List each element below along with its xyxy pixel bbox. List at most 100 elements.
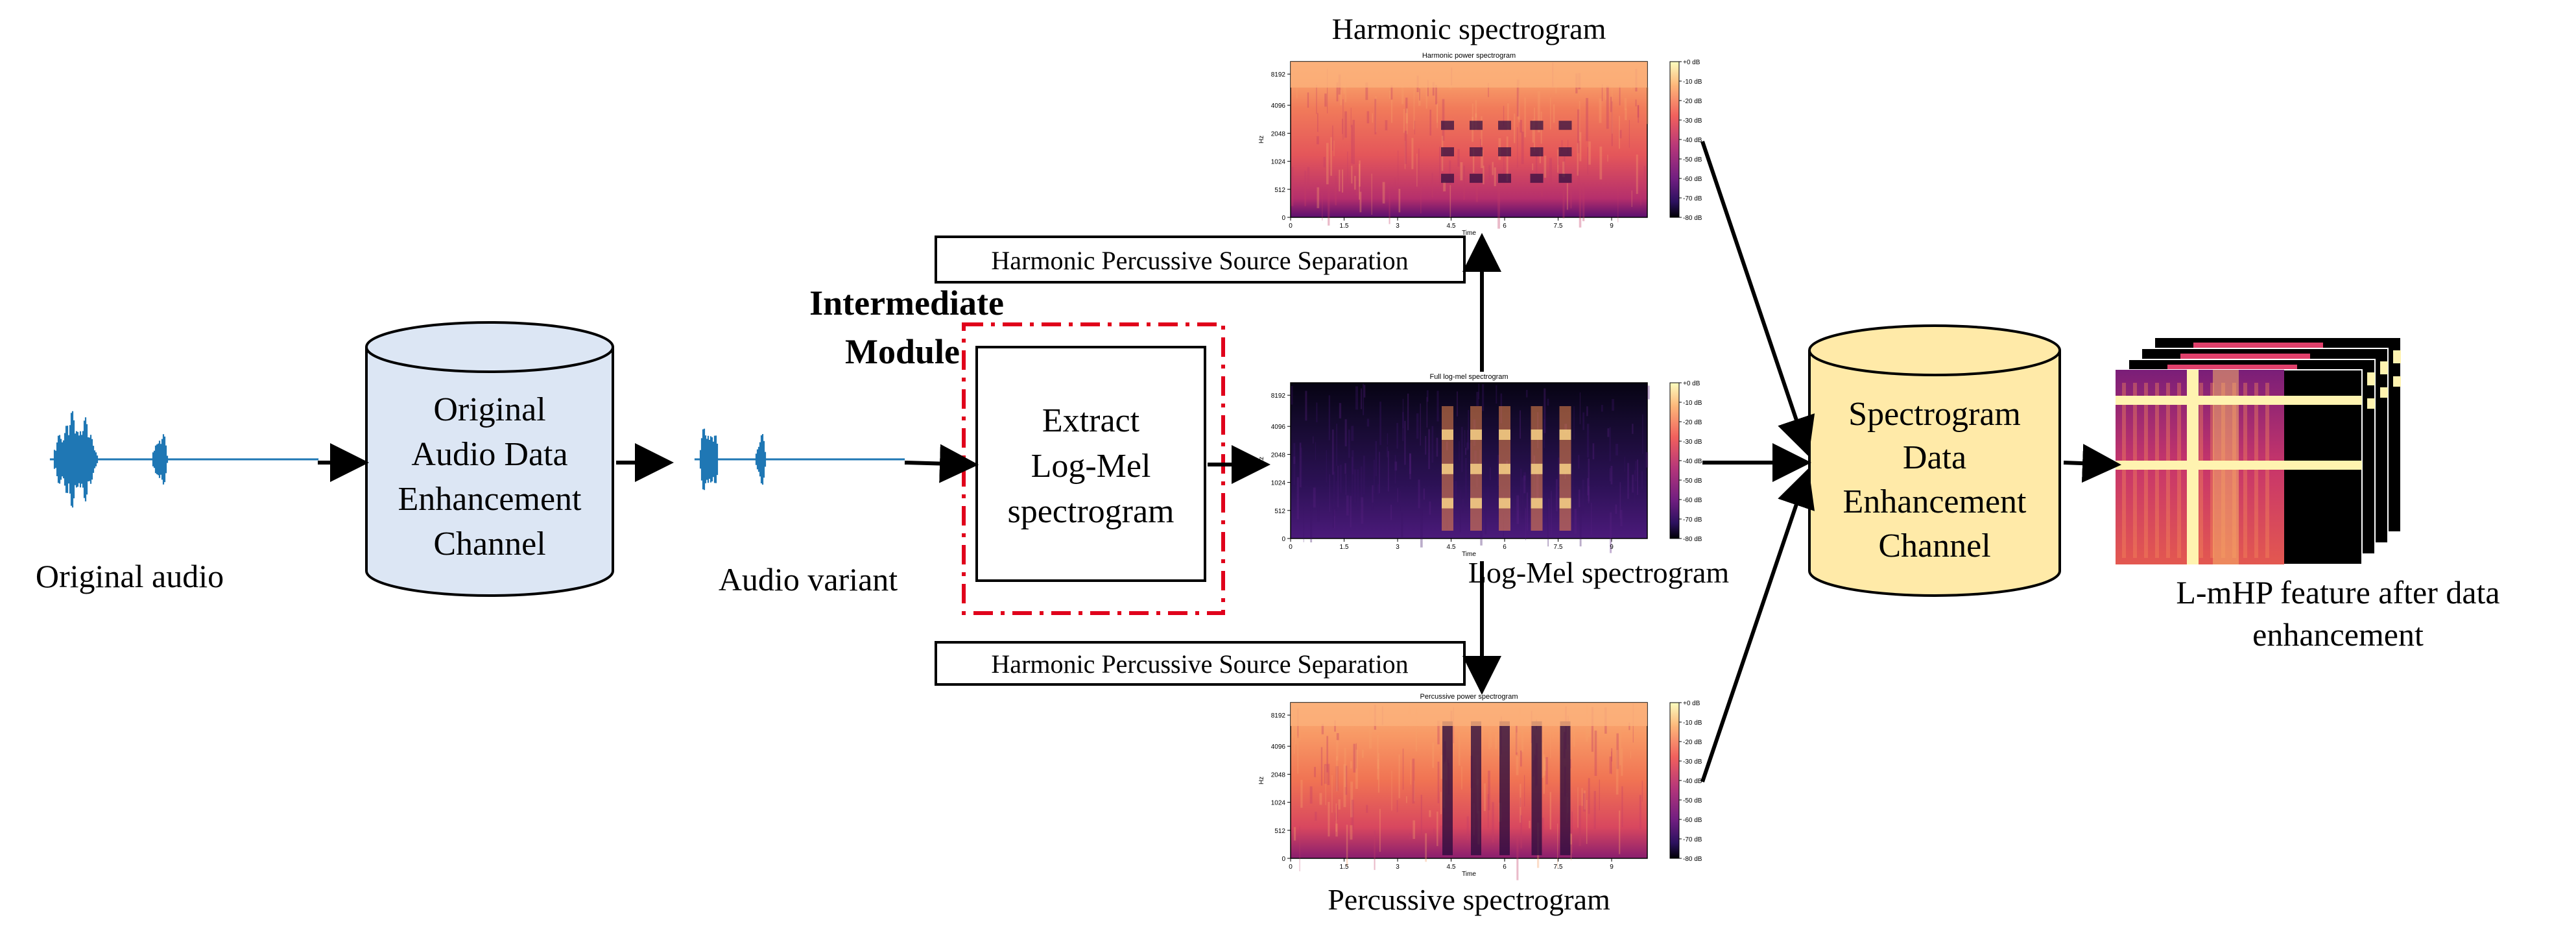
y-tick-label: 1024: [1271, 159, 1286, 166]
colorbar-tick-label: -20 dB: [1683, 739, 1702, 746]
x-tick-label: 3: [1396, 223, 1400, 230]
y-tick-label: 8192: [1271, 393, 1286, 400]
x-tick-label: 7.5: [1554, 223, 1563, 230]
spectrogram-plot-title: Percussive power spectrogram: [1420, 693, 1518, 701]
y-tick-label: 0: [1282, 215, 1285, 222]
colorbar-tick-label: -50 dB: [1683, 156, 1702, 163]
arrow-harmonic-to-cylinder: [1700, 141, 1815, 457]
lmhp-label-line2: enhancement: [2252, 616, 2424, 653]
arrow-percussive-to-cylinder: [1700, 468, 1815, 782]
arrow-variant-to-extract: [904, 444, 979, 483]
x-tick-label: 4.5: [1447, 864, 1456, 871]
hpss-bottom-label: Harmonic Percussive Source Separation: [991, 649, 1408, 679]
x-axis-label: Time: [1462, 230, 1476, 237]
x-tick-label: 1.5: [1340, 544, 1349, 551]
colorbar-tick-label: -70 dB: [1683, 195, 1702, 202]
x-tick-label: 6: [1503, 223, 1507, 230]
colorbar-tick-label: -40 dB: [1683, 137, 1702, 144]
logmel-spectrogram-title: Log-Mel spectrogram: [1468, 556, 1730, 589]
harmonic-spectrogram-title: Harmonic spectrogram: [1332, 12, 1606, 45]
x-tick-label: 1.5: [1340, 223, 1349, 230]
y-tick-label: 1024: [1271, 800, 1286, 807]
y-tick-label: 4096: [1271, 744, 1286, 751]
spectrogram-plot-title: Harmonic power spectrogram: [1422, 52, 1516, 60]
y-tick-label: 4096: [1271, 424, 1286, 431]
colorbar-tick-label: -80 dB: [1683, 536, 1702, 543]
y-axis-label: Hz: [1258, 136, 1265, 143]
lmhp-feature-stack: [2115, 337, 2402, 565]
arrow-cylinder-to-lmhp: [2063, 444, 2121, 483]
y-tick-label: 0: [1282, 536, 1285, 543]
spectrogram-plot-title: Full log-mel spectrogram: [1429, 373, 1508, 381]
colorbar-tick-label: -30 dB: [1683, 117, 1702, 125]
y-tick-label: 0: [1282, 856, 1285, 863]
x-tick-label: 0: [1289, 223, 1293, 230]
y-tick-label: 4096: [1271, 103, 1286, 110]
spectrogram-image: [1290, 702, 1648, 859]
colorbar-tick-label: -60 dB: [1683, 176, 1702, 183]
colorbar-tick-label: -50 dB: [1683, 797, 1702, 804]
x-tick-label: 4.5: [1447, 544, 1456, 551]
percussive-spectrogram-plot: Percussive power spectrogram 8192 4096 2048…: [1258, 693, 1702, 880]
y-tick-label: 512: [1274, 187, 1285, 194]
y-tick-label: 512: [1274, 508, 1285, 515]
x-tick-label: 7.5: [1554, 864, 1563, 871]
x-tick-label: 0: [1289, 864, 1293, 871]
cylinder-line: Channel: [1878, 527, 1990, 564]
intermediate-label-line1: Intermediate: [809, 284, 1004, 322]
colorbar-tick-label: -60 dB: [1683, 497, 1702, 504]
original-audio-label: Original audio: [36, 558, 224, 594]
harmonic-spectrogram-plot: Harmonic power spectrogram81924096204810…: [1258, 52, 1702, 237]
cylinder-line: Data: [1903, 439, 1966, 476]
logmel-spectrogram-plot: Full log-mel spectrogram8192409620481024…: [1258, 373, 1702, 558]
y-tick-label: 2048: [1271, 452, 1286, 459]
cylinder-line: Audio Data: [411, 436, 567, 473]
colorbar-tick-label: -70 dB: [1683, 836, 1702, 843]
colorbar-tick-label: -60 dB: [1683, 817, 1702, 824]
cylinder-line: Spectrogram: [1848, 396, 2021, 433]
colorbar-tick-label: -40 dB: [1683, 458, 1702, 465]
hpss-top-label: Harmonic Percussive Source Separation: [991, 246, 1408, 275]
colorbar: [1669, 702, 1680, 859]
extract-box-line: spectrogram: [1007, 493, 1174, 530]
x-tick-label: 9: [1610, 223, 1614, 230]
x-axis-label: Time: [1462, 551, 1476, 558]
extract-box-line: Log-Mel: [1031, 448, 1151, 485]
y-tick-label: 8192: [1271, 712, 1286, 719]
flow-arrows: [318, 141, 2121, 782]
colorbar-tick-label: -70 dB: [1683, 516, 1702, 524]
x-tick-label: 1.5: [1340, 864, 1349, 871]
colorbar-tick-label: -10 dB: [1683, 719, 1702, 727]
spectrogram-image: [1290, 382, 1648, 539]
colorbar-tick-label: -10 dB: [1683, 400, 1702, 407]
colorbar-tick-label: -20 dB: [1683, 419, 1702, 426]
colorbar-tick-label: -10 dB: [1683, 79, 1702, 86]
x-tick-label: 6: [1503, 864, 1507, 871]
colorbar-tick-label: +0 dB: [1683, 380, 1700, 387]
original-audio-waveform: [49, 411, 319, 508]
x-tick-label: 7.5: [1554, 544, 1563, 551]
x-axis-label: Time: [1462, 871, 1476, 878]
percussive-spectrogram-title: Percussive spectrogram: [1328, 883, 1610, 916]
lmhp-label-line1: L-mHP feature after data: [2176, 574, 2499, 611]
cylinder-line: Enhancement: [398, 481, 582, 518]
cylinder-line: Channel: [433, 526, 545, 562]
colorbar-tick-label: +0 dB: [1683, 59, 1700, 66]
colorbar-tick-label: -40 dB: [1683, 778, 1702, 785]
x-tick-label: 9: [1610, 864, 1614, 871]
audio-variant-waveform: [694, 428, 905, 490]
cylinder-line: Original: [433, 391, 545, 428]
colorbar-tick-label: -80 dB: [1683, 215, 1702, 222]
x-tick-label: 9: [1610, 544, 1614, 551]
colorbar-tick-label: -30 dB: [1683, 439, 1702, 446]
colorbar: [1669, 61, 1680, 218]
x-tick-label: 6: [1503, 544, 1507, 551]
spectrogram-enhancement-cylinder: Spectrogram Data Enhancement Channel: [1808, 324, 2061, 597]
x-tick-label: 3: [1396, 864, 1400, 871]
original-audio-enhancement-cylinder: Original Audio Data Enhancement Channel: [365, 321, 614, 597]
y-tick-label: 8192: [1271, 71, 1286, 79]
x-tick-label: 3: [1396, 544, 1400, 551]
colorbar-tick-label: +0 dB: [1683, 700, 1700, 707]
y-tick-label: 2048: [1271, 771, 1286, 779]
intermediate-label-line2: Module: [845, 332, 960, 371]
